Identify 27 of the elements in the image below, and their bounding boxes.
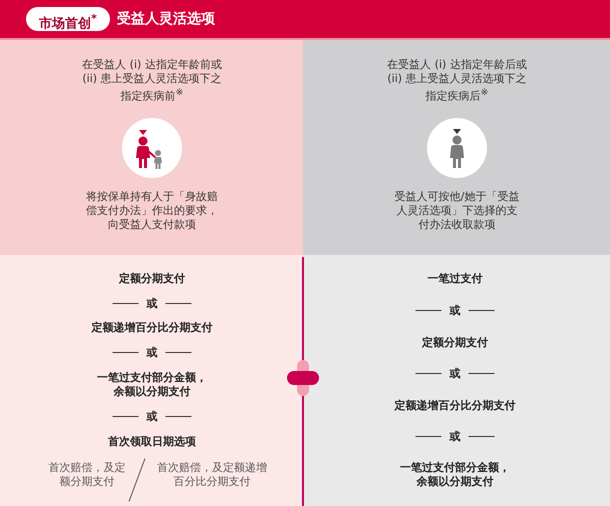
header-title: 受益人灵活选项 [117, 10, 215, 28]
option-text: 一笔过支付部分金额，余额以分期支付 [399, 461, 511, 489]
option-text: 定额分期支付 [119, 272, 185, 286]
or-divider: 或 [104, 346, 200, 360]
feature-badge: 市场首创$^{*}$ [26, 7, 110, 31]
option-text: 首次领取日期选项 [108, 435, 196, 449]
option-text: 定额分期支付 [422, 336, 488, 350]
or-divider: 或 [408, 367, 502, 381]
options-panel [0, 255, 303, 506]
option-text: 定额递增百分比分期支付 [92, 321, 212, 335]
sub-option-text: 首次赔偿，及定额递增百分比分期支付 [156, 461, 268, 489]
option-text: 定额递增百分比分期支付 [394, 399, 516, 413]
or-divider: 或 [104, 410, 200, 424]
condition-text: 在受益人 (i) 达指定年龄前或 (ii) 患上受益人灵活选项下之指定疾病前$^{※}$ [81, 58, 223, 104]
condition-panel [303, 40, 610, 255]
sub-option-text: 首次赔偿，及定额分期支付 [48, 461, 126, 489]
or-divider: 或 [104, 297, 200, 311]
condition-panel [0, 40, 303, 255]
or-divider: 或 [408, 304, 502, 318]
option-text: 一笔过支付部分金额，余额以分期支付 [96, 371, 208, 399]
or-divider: 或 [408, 430, 502, 444]
condition-text: 在受益人 (i) 达指定年龄后或 (ii) 患上受益人灵活选项下之指定疾病后$^{※}$ [386, 58, 528, 104]
header-bar [0, 0, 610, 40]
payout-text: 受益人可按他/她于「受益人灵活选项」下选择的支付办法收取款项 [394, 190, 520, 232]
options-panel [303, 255, 610, 506]
option-text: 一笔过支付 [428, 272, 482, 286]
payout-text: 将按保单持有人于「身故赔偿支付办法」作出的要求，向受益人支付款项 [85, 190, 219, 232]
